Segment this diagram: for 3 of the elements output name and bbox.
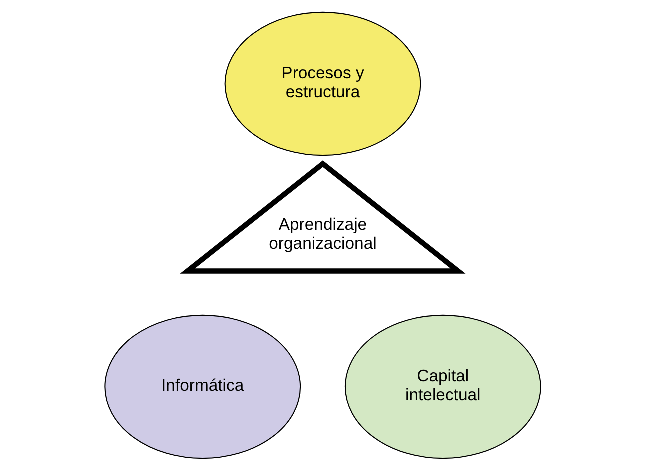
node-ellipse: Capital intelectual	[344, 314, 542, 460]
node-ellipse: Informática	[104, 314, 302, 460]
node-ellipse: Procesos y estructura	[224, 12, 422, 156]
